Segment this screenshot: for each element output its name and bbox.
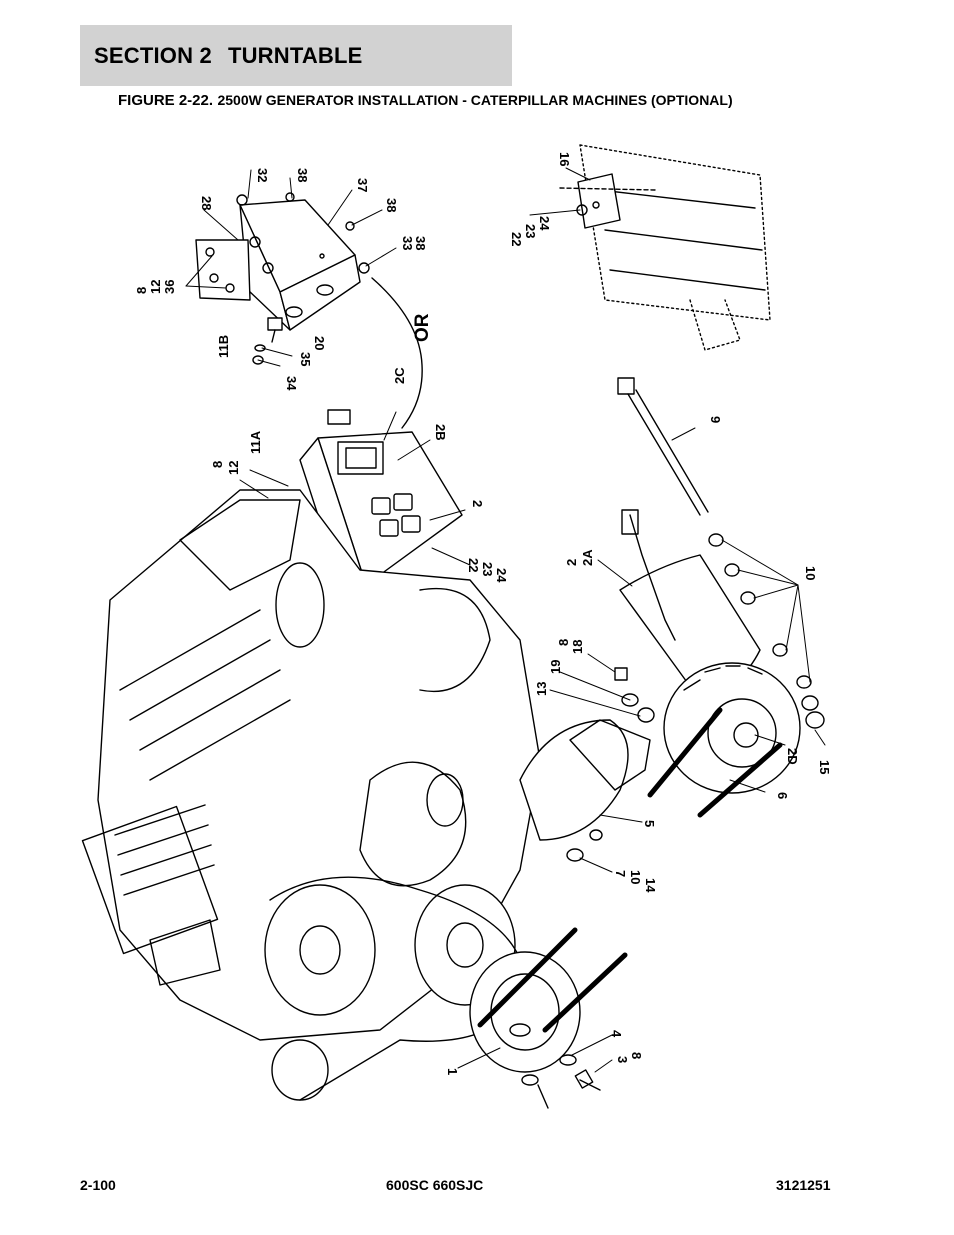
callout-23: 23 — [480, 562, 495, 576]
document-number: 3121251 — [776, 1177, 831, 1193]
callout-11a: 11A — [248, 430, 263, 454]
callout-4: 4 — [609, 1030, 624, 1038]
callout-8: 8 — [210, 461, 225, 468]
washers-10 — [708, 533, 825, 729]
screw-20 — [252, 317, 283, 365]
callout-15: 15 — [817, 760, 832, 774]
callout-2b: 2B — [433, 424, 448, 441]
callout-8: 8 — [134, 287, 149, 294]
callout-34: 34 — [284, 376, 299, 391]
model-numbers: 600SC 660SJC — [386, 1177, 484, 1193]
callout-12: 12 — [226, 461, 241, 475]
callout-2c: 2C — [392, 367, 407, 384]
callout-28: 28 — [199, 196, 214, 210]
figure-description: 2500W GENERATOR INSTALLATION - CATERPILL… — [217, 92, 733, 108]
callout-36: 36 — [162, 280, 177, 294]
mounting-bracket-5 — [519, 719, 651, 862]
callout-22: 22 — [466, 558, 481, 572]
or-label: OR — [412, 313, 433, 342]
callout-32: 32 — [255, 168, 270, 182]
belt-6 — [647, 707, 783, 818]
callout-2: 2 — [470, 500, 485, 507]
callout-11b: 11B — [216, 335, 231, 358]
callout-35: 35 — [298, 352, 313, 366]
callout-10: 10 — [628, 870, 643, 884]
callout-1: 1 — [445, 1068, 460, 1075]
callout-23: 23 — [523, 224, 538, 238]
leader-lines — [185, 167, 826, 1073]
page-number: 2-100 — [80, 1177, 116, 1193]
or-connector-arc — [371, 277, 423, 429]
callout-5: 5 — [642, 820, 657, 827]
outlets — [371, 493, 421, 537]
callout-2d: 2D — [785, 748, 800, 765]
callout-2a: 2A — [580, 549, 595, 566]
callout-19: 19 — [548, 660, 563, 674]
junction-box — [236, 192, 370, 331]
callout-38: 38 — [295, 168, 310, 182]
figure-label: FIGURE 2-22. — [118, 92, 214, 109]
callout-37: 37 — [355, 178, 370, 192]
callout-labels: 32 38 37 38 33 38 28 8 12 36 11B 20 35 3… — [134, 152, 832, 1075]
callout-38: 38 — [413, 236, 428, 250]
callout-38: 38 — [384, 198, 399, 212]
crankshaft-pulleys — [264, 876, 526, 1101]
callout-20: 20 — [312, 336, 327, 350]
callout-3: 3 — [615, 1056, 630, 1063]
callout-13: 13 — [534, 682, 549, 696]
mounting-bracket-11b — [195, 239, 251, 301]
callout-7: 7 — [613, 870, 628, 877]
mounting-detail — [559, 144, 771, 351]
callout-2: 2 — [564, 559, 579, 566]
figure-title: FIGURE 2-22. 2500W GENERATOR INSTALLATIO… — [118, 92, 733, 110]
bolts-3-4 — [521, 1054, 601, 1109]
callout-33: 33 — [400, 236, 415, 250]
belt-segments-lower — [477, 927, 628, 1033]
callout-22: 22 — [509, 232, 524, 246]
section-title: TURNTABLE — [227, 42, 363, 68]
callout-24: 24 — [537, 216, 552, 231]
bolt-9 — [617, 377, 709, 516]
callout-10: 10 — [803, 566, 818, 580]
callout-16: 16 — [557, 152, 572, 166]
callout-24: 24 — [494, 568, 509, 583]
section-header: SECTION 2 TURNTABLE — [80, 25, 512, 86]
callout-12: 12 — [148, 280, 163, 294]
callout-6: 6 — [775, 792, 790, 799]
callout-18: 18 — [570, 640, 585, 654]
section-number: SECTION 2 — [94, 42, 212, 68]
callout-8: 8 — [556, 639, 571, 646]
callout-8: 8 — [629, 1052, 644, 1059]
callout-14: 14 — [643, 878, 658, 893]
callout-9: 9 — [708, 416, 723, 423]
